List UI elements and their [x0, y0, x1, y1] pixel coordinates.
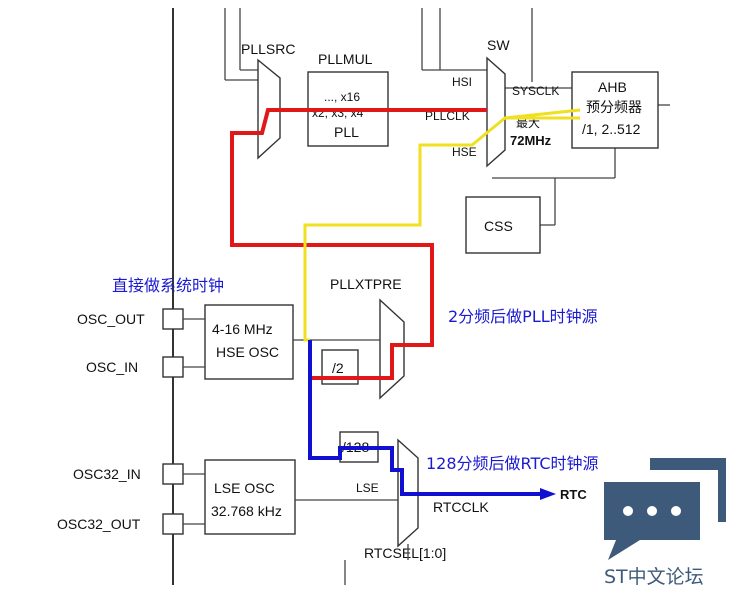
- rtcclk-label: RTCCLK: [433, 499, 489, 515]
- osc-out-label: OSC_OUT: [77, 311, 145, 327]
- lse-osc-line2: 32.768 kHz: [211, 503, 282, 519]
- hsi-label: HSI: [452, 75, 472, 89]
- css-box: [465, 196, 541, 254]
- osc32-in-label: OSC32_IN: [73, 466, 141, 482]
- blue-rtc-path: [308, 340, 540, 496]
- ahb-line2: 预分频器: [586, 99, 642, 115]
- div2-label: /2: [332, 360, 344, 376]
- hse-osc-box: [204, 304, 294, 380]
- css-label: CSS: [484, 218, 513, 234]
- lse-osc-box: [204, 459, 296, 535]
- hse-osc-line1: 4-16 MHz: [212, 321, 273, 337]
- red-pll-path: [230, 108, 487, 380]
- watermark-logo-icon: [604, 458, 726, 560]
- pllmul-line1: ..., x16: [324, 90, 360, 104]
- pllxtpre-label: PLLXTPRE: [330, 276, 402, 292]
- pllmul-title: PLLMUL: [318, 51, 373, 67]
- yellow-to-ahb: [504, 108, 581, 120]
- osc-in-pin: [162, 356, 184, 378]
- rtc-label: RTC: [560, 487, 587, 502]
- watermark-text: ST中文论坛: [604, 566, 704, 588]
- rtcsel-label: RTCSEL[1:0]: [364, 545, 446, 561]
- sw-mux: [486, 56, 506, 168]
- pllsrc-label: PLLSRC: [241, 41, 295, 57]
- ahb-line1: AHB: [598, 79, 627, 95]
- ahb-line3: /1, 2..512: [582, 121, 641, 137]
- annotation-direct: 直接做系统时钟: [112, 276, 224, 295]
- lse-label: LSE: [356, 481, 379, 495]
- osc32-out-label: OSC32_OUT: [57, 516, 141, 532]
- max-freq-label: 72MHz: [510, 133, 552, 148]
- pllmul-line3: PLL: [334, 124, 359, 140]
- osc-in-label: OSC_IN: [86, 359, 138, 375]
- hse-label: HSE: [452, 145, 477, 159]
- hse-osc-line2: HSE OSC: [216, 344, 279, 360]
- osc32-in-pin: [162, 463, 184, 485]
- yellow-hse-direct-path: [303, 116, 580, 342]
- lse-osc-line1: LSE OSC: [214, 480, 275, 496]
- sw-label: SW: [487, 37, 510, 53]
- osc-out-pin: [162, 308, 184, 330]
- annotation-div2-pll: 2分频后做PLL时钟源: [448, 307, 598, 326]
- sysclk-label: SYSCLK: [512, 84, 559, 98]
- pllclk-label: PLLCLK: [425, 109, 470, 123]
- annotation-div128-rtc: 128分频后做RTC时钟源: [426, 454, 599, 473]
- osc32-out-pin: [162, 513, 184, 535]
- rtc-arrow-icon: [540, 488, 556, 500]
